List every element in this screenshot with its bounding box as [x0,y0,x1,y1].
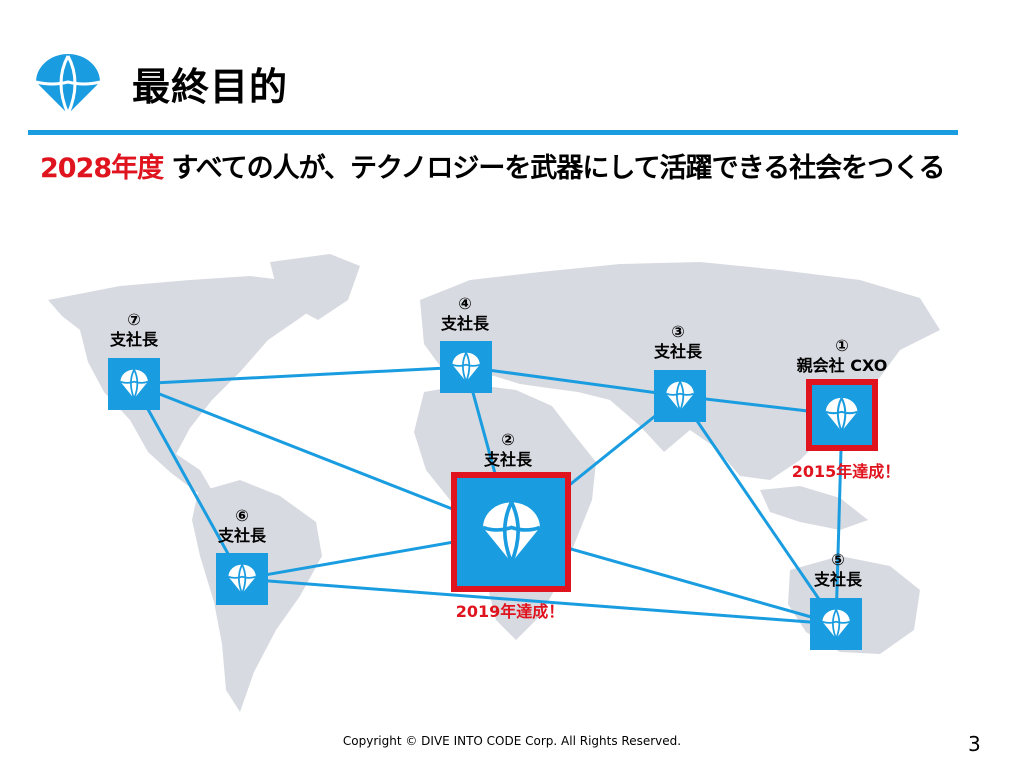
goal-year: 2028年度 [40,153,164,184]
node-n6 [216,553,268,605]
link-n1-n5 [834,414,844,625]
link-n3-n5 [678,395,838,625]
network-links [132,365,844,626]
goal-text: すべての人が、テクノロジーを武器にして活躍できる社会をつくる [163,153,946,184]
node-n1-achievement: 2015年達成！ [791,462,901,481]
parachute-icon [821,609,851,639]
link-n7-n6 [132,383,244,580]
greenland [270,254,360,320]
node-n7 [108,358,160,410]
parachute-icon [227,564,257,594]
link-n7-n2 [133,382,512,534]
title-divider [28,130,958,135]
goal-statement: 2028年度 すべての人が、テクノロジーを武器にして活躍できる社会をつくる [40,150,990,188]
company-logo [32,52,104,116]
link-n4-n3 [465,365,681,398]
parachute-icon [665,381,695,411]
copyright-footer: Copyright © DIVE INTO CODE Corp. All Rig… [342,734,682,748]
southeast-asia [760,486,868,530]
parachute-icon [119,369,149,399]
north-america [48,276,330,494]
link-n7-n4 [133,365,467,386]
page-title: 最終目的 [132,65,289,109]
parachute-icon [451,352,481,382]
node-n4 [440,341,492,393]
link-n6-n5 [241,577,837,626]
node-n5 [810,598,862,650]
page-number: 3 [968,732,981,756]
parachute-icon [481,501,541,563]
link-n2-n5 [510,530,837,626]
node-n2 [451,472,571,592]
parachute-icon [825,397,859,433]
node-n2-achievement: 2019年達成！ [455,602,565,621]
globe-parachute-icon [35,54,101,115]
node-n1 [806,379,878,451]
node-n3 [654,370,706,422]
